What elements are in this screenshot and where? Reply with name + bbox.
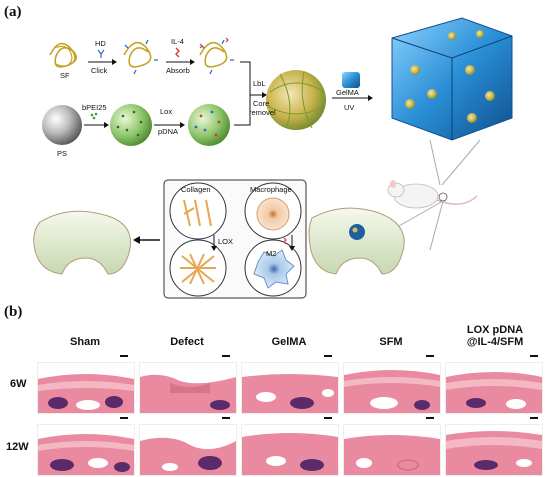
histology-image-sfm-6w [343,362,441,414]
healed-knee-icon [33,210,131,275]
label-removel: removel [249,108,276,117]
scale-bar [426,417,434,419]
row-header: 6W [10,378,27,390]
label-macrophage: Macrophage [250,185,292,194]
histology-image-sham-12w [37,424,135,476]
column-header: Sham [70,336,100,348]
zoom-lines [429,139,481,186]
fabrication-scheme [33,17,513,299]
row-header: 12W [6,441,29,453]
gelma-cube-icon [342,72,360,88]
ps-sphere-icon [42,105,82,145]
sf-il4-icon [199,37,234,75]
collagen-fibers-icon [183,199,212,227]
column-header: LOX pDNA @IL-4/SFM [466,324,524,348]
label-lox: Lox [160,107,173,116]
knee-defect-icon [308,207,405,275]
label-collagen: Collagen [181,185,211,194]
panel-a-label: (a) [4,4,22,20]
scale-bar [120,417,128,419]
panel-b-label: (b) [4,304,23,320]
label-gelma: GelMA [336,88,359,97]
crosslinked-fibers-icon [180,253,216,285]
macrophage-cell-icon [256,197,290,231]
scale-bar [324,417,332,419]
scale-bar [530,355,538,357]
label-lox-arrow: LOX [218,237,234,246]
histology-image-lox-12w [445,424,543,476]
histology-image-defect-6w [139,362,237,414]
column-header: GelMA [271,336,307,348]
label-sf: SF [60,71,70,80]
scale-bar [222,417,230,419]
label-hd: HD [95,39,106,48]
il4-icon [175,47,180,58]
scale-bar [530,417,538,419]
hydrogel-scaffold-icon [391,17,513,141]
m2-cell-icon [253,249,295,289]
label-core: Core [253,99,270,108]
hd-linker-icon [97,49,105,58]
label-m2: M2 [266,249,277,258]
histology-image-lox-6w [445,362,543,414]
label-ps: PS [57,149,68,158]
scale-bar [426,355,434,357]
scale-bar [222,355,230,357]
sfm-microsphere-icon [266,70,326,130]
column-header: SFM [379,336,403,348]
label-lbl: LbL [253,79,266,88]
histology-image-defect-12w [139,424,237,476]
histology-image-sham-6w [37,362,135,414]
scale-bar [324,355,332,357]
sf-hd-icon [123,39,158,75]
histology-image-gelma-6w [241,362,339,414]
scale-bar [120,355,128,357]
histology-panel: Sham Defect GelMA SFM LOX pDNA @IL-4/SFM… [0,322,550,477]
merge-bracket [234,61,251,126]
bpei-sphere-icon [110,104,152,146]
label-il4: IL-4 [171,37,184,46]
histology-image-sfm-12w [343,424,441,476]
silk-fibroin-icon [49,42,78,68]
label-pdna: pDNA [158,127,179,136]
rat-icon [387,180,478,209]
lox-pdna-sphere-icon [188,104,230,146]
label-bpei: bPEI25 [82,103,107,112]
histology-image-gelma-12w [241,424,339,476]
label-absorb: Absorb [166,66,190,75]
label-uv: UV [344,103,355,112]
label-click: Click [91,66,108,75]
column-header: Defect [170,336,204,348]
